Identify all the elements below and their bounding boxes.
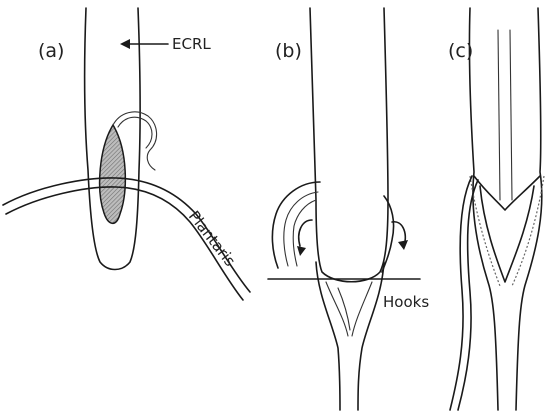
panel-c-illustration	[450, 8, 544, 410]
tendon-b-main	[310, 8, 388, 282]
rotation-arrow-left	[299, 220, 312, 246]
tendon-c-center-line-right	[510, 30, 512, 200]
rotation-arrowhead-left	[297, 246, 306, 256]
tendon-c-center-line-left	[498, 30, 500, 200]
panel-b-illustration	[268, 8, 420, 410]
hooks-label: Hooks	[383, 293, 429, 311]
panel-b-label: (b)	[275, 40, 302, 62]
folded-flap-left	[272, 182, 320, 268]
ecrl-arrowhead	[120, 39, 130, 49]
rotation-arrowhead-right	[398, 240, 408, 250]
plantaris-label: Plantaris	[185, 207, 239, 270]
graft-fibres-2	[352, 282, 372, 336]
plantaris-c-outer	[450, 176, 472, 410]
panel-a-label: (a)	[38, 40, 64, 62]
graft-trunk-left	[316, 262, 340, 410]
graft-fibres-1	[326, 282, 348, 336]
tendon-slit	[100, 125, 126, 223]
ecrl-label: ECRL	[172, 35, 211, 53]
weave-junction-lower	[480, 186, 534, 282]
graft-free-end-inner	[118, 117, 152, 148]
plantaris-c-inner	[458, 180, 478, 410]
folded-flap-left-inner2	[293, 200, 316, 266]
panel-c-label: (c)	[448, 40, 473, 62]
